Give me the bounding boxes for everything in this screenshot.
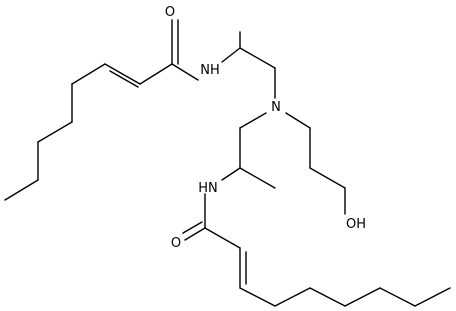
bond: [239, 287, 276, 307]
bond: [285, 112, 311, 129]
bond: [171, 63, 199, 81]
atom-o2: O: [171, 236, 181, 251]
bond: [414, 287, 451, 307]
bond: [309, 287, 346, 307]
atom-o1: O: [165, 5, 175, 20]
atom-oh: OH: [346, 217, 366, 232]
bond: [379, 287, 416, 307]
atom-n-center: N: [271, 100, 281, 115]
hydroxypropyl-arm: [285, 112, 346, 215]
bond: [37, 121, 73, 143]
bond: [239, 167, 276, 189]
bond: [71, 63, 106, 85]
double-bond-inner: [109, 70, 139, 88]
upper-acyl-chain: [4, 19, 276, 201]
bond: [309, 167, 346, 189]
bond: [221, 167, 241, 181]
bond: [239, 112, 267, 129]
bond: [204, 227, 241, 249]
lower-acyl-chain: [182, 112, 451, 307]
bond: [274, 287, 311, 307]
bond: [221, 47, 241, 63]
bond: [344, 287, 381, 307]
double-bond-inner: [182, 221, 203, 234]
atom-labels: O NH N HN O OH: [165, 5, 366, 251]
bond: [139, 63, 173, 85]
bond: [4, 179, 39, 201]
atom-n1: NH: [200, 63, 220, 78]
bond: [104, 63, 141, 85]
bond: [184, 227, 206, 241]
bond: [239, 47, 276, 69]
atom-n2: HN: [198, 181, 218, 196]
